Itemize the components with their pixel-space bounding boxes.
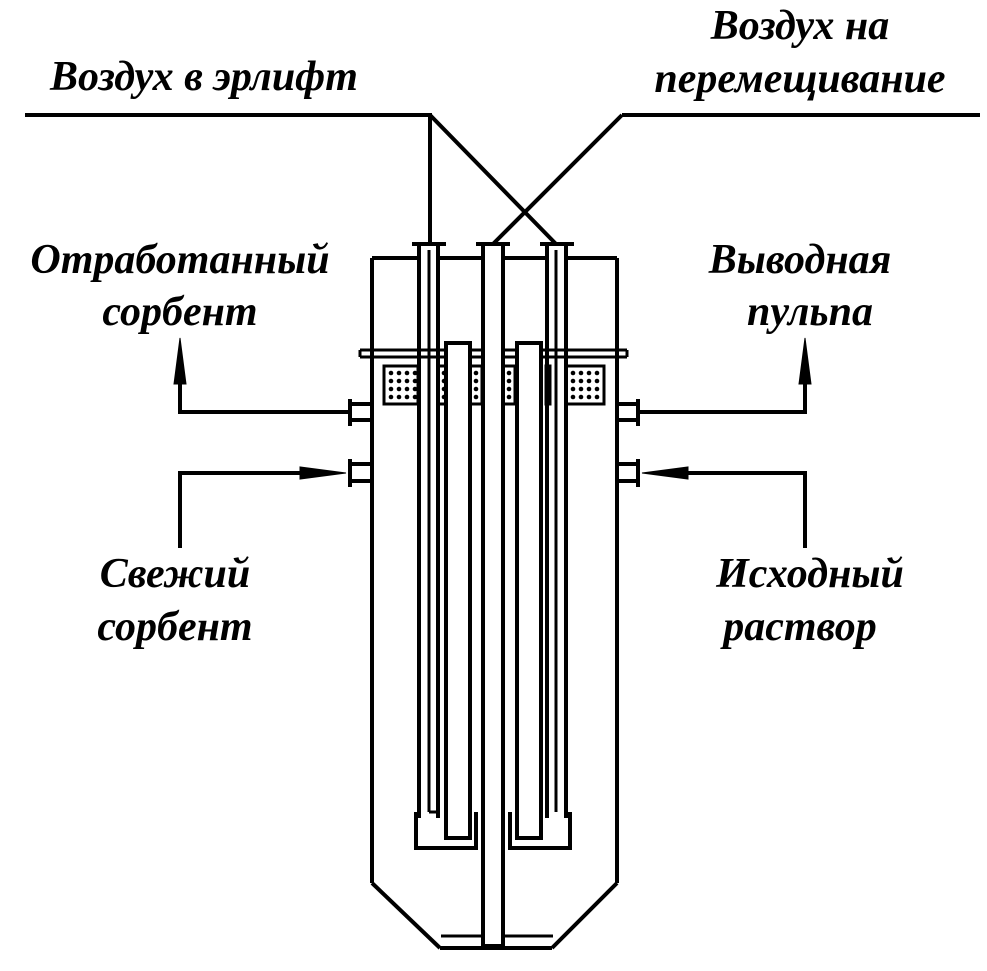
air-lines: [25, 113, 980, 246]
fresh-sorbent-arrow: [299, 466, 347, 480]
mesh-dot: [586, 386, 592, 392]
mesh-dot: [578, 378, 584, 384]
mesh-dot: [586, 378, 592, 384]
mesh-dot: [473, 386, 479, 392]
mesh-dot: [404, 386, 410, 392]
label-output-pulp-line1: Выводная: [708, 237, 892, 283]
mesh-dot: [388, 394, 394, 400]
mesh-dot: [404, 378, 410, 384]
right-riser: [515, 341, 543, 840]
airlift-pipe-right: [508, 242, 574, 850]
label-initial-solution-line2: раствор: [723, 604, 877, 650]
mesh-dot: [388, 370, 394, 376]
airlift-pipe-left: [412, 242, 478, 850]
mesh-dot: [412, 386, 418, 392]
output-pulp-arrow: [798, 337, 812, 385]
mesh-dot: [506, 394, 512, 400]
label-air-mixing-line1: Воздух на: [710, 3, 890, 49]
mesh-dot: [594, 394, 600, 400]
mesh-dot: [578, 370, 584, 376]
mesh-dot: [506, 370, 512, 376]
flow-lines: [173, 337, 812, 548]
label-output-pulp-line2: пульпа: [747, 289, 873, 335]
mesh-dot: [473, 370, 479, 376]
mesh-dot: [388, 378, 394, 384]
mesh-dot: [388, 386, 394, 392]
mesh-dot: [570, 386, 576, 392]
mixing-air-diagonal: [491, 113, 624, 246]
mesh-dot: [594, 370, 600, 376]
left-riser: [444, 341, 472, 840]
fresh-sorbent-line: [178, 471, 330, 548]
mesh-dot: [412, 378, 418, 384]
central-pipe: [481, 242, 505, 948]
nozzles: [348, 399, 640, 487]
mesh-dot: [506, 378, 512, 384]
mesh-dot: [404, 394, 410, 400]
vessel-cone-right: [550, 881, 619, 950]
label-spent-sorbent-line1: Отработанный: [30, 237, 330, 283]
mesh-dot: [473, 378, 479, 384]
label-initial-solution-line1: Исходный: [716, 551, 904, 597]
mesh-dot: [412, 370, 418, 376]
mesh-dot: [412, 394, 418, 400]
label-fresh-sorbent-line2: сорбент: [97, 604, 253, 650]
mesh-dot: [506, 386, 512, 392]
mesh-dot: [594, 378, 600, 384]
mesh-dot: [396, 378, 402, 384]
vessel-cone-left: [370, 881, 442, 950]
spent-sorbent-line: [178, 352, 350, 414]
mesh-dot: [404, 370, 410, 376]
left-collector: [414, 812, 478, 850]
screen-box-left: [382, 364, 420, 406]
label-spent-sorbent-line2: сорбент: [102, 289, 258, 335]
output-pulp-line: [638, 352, 807, 414]
initial-solution-arrow: [641, 466, 689, 480]
label-air-airlift: Воздух в эрлифт: [50, 54, 358, 100]
mesh-dot: [586, 370, 592, 376]
initial-solution-line: [660, 471, 807, 548]
mesh-dot: [396, 394, 402, 400]
mesh-dot: [473, 394, 479, 400]
mesh-dot: [570, 370, 576, 376]
mesh-dot: [578, 386, 584, 392]
mesh-dot: [586, 394, 592, 400]
mesh-dot: [396, 370, 402, 376]
airlift-air-diagonal: [428, 113, 558, 246]
spent-sorbent-arrow: [173, 337, 187, 385]
mesh-dot: [570, 394, 576, 400]
mesh-dot: [594, 386, 600, 392]
mesh-dot: [578, 394, 584, 400]
mesh-dot: [396, 386, 402, 392]
central-air-pipe: [476, 242, 510, 948]
label-fresh-sorbent-line1: Свежий: [99, 551, 251, 597]
label-air-mixing-line2: перемещивание: [654, 56, 946, 102]
right-collector: [508, 812, 572, 850]
mesh-dot: [570, 378, 576, 384]
